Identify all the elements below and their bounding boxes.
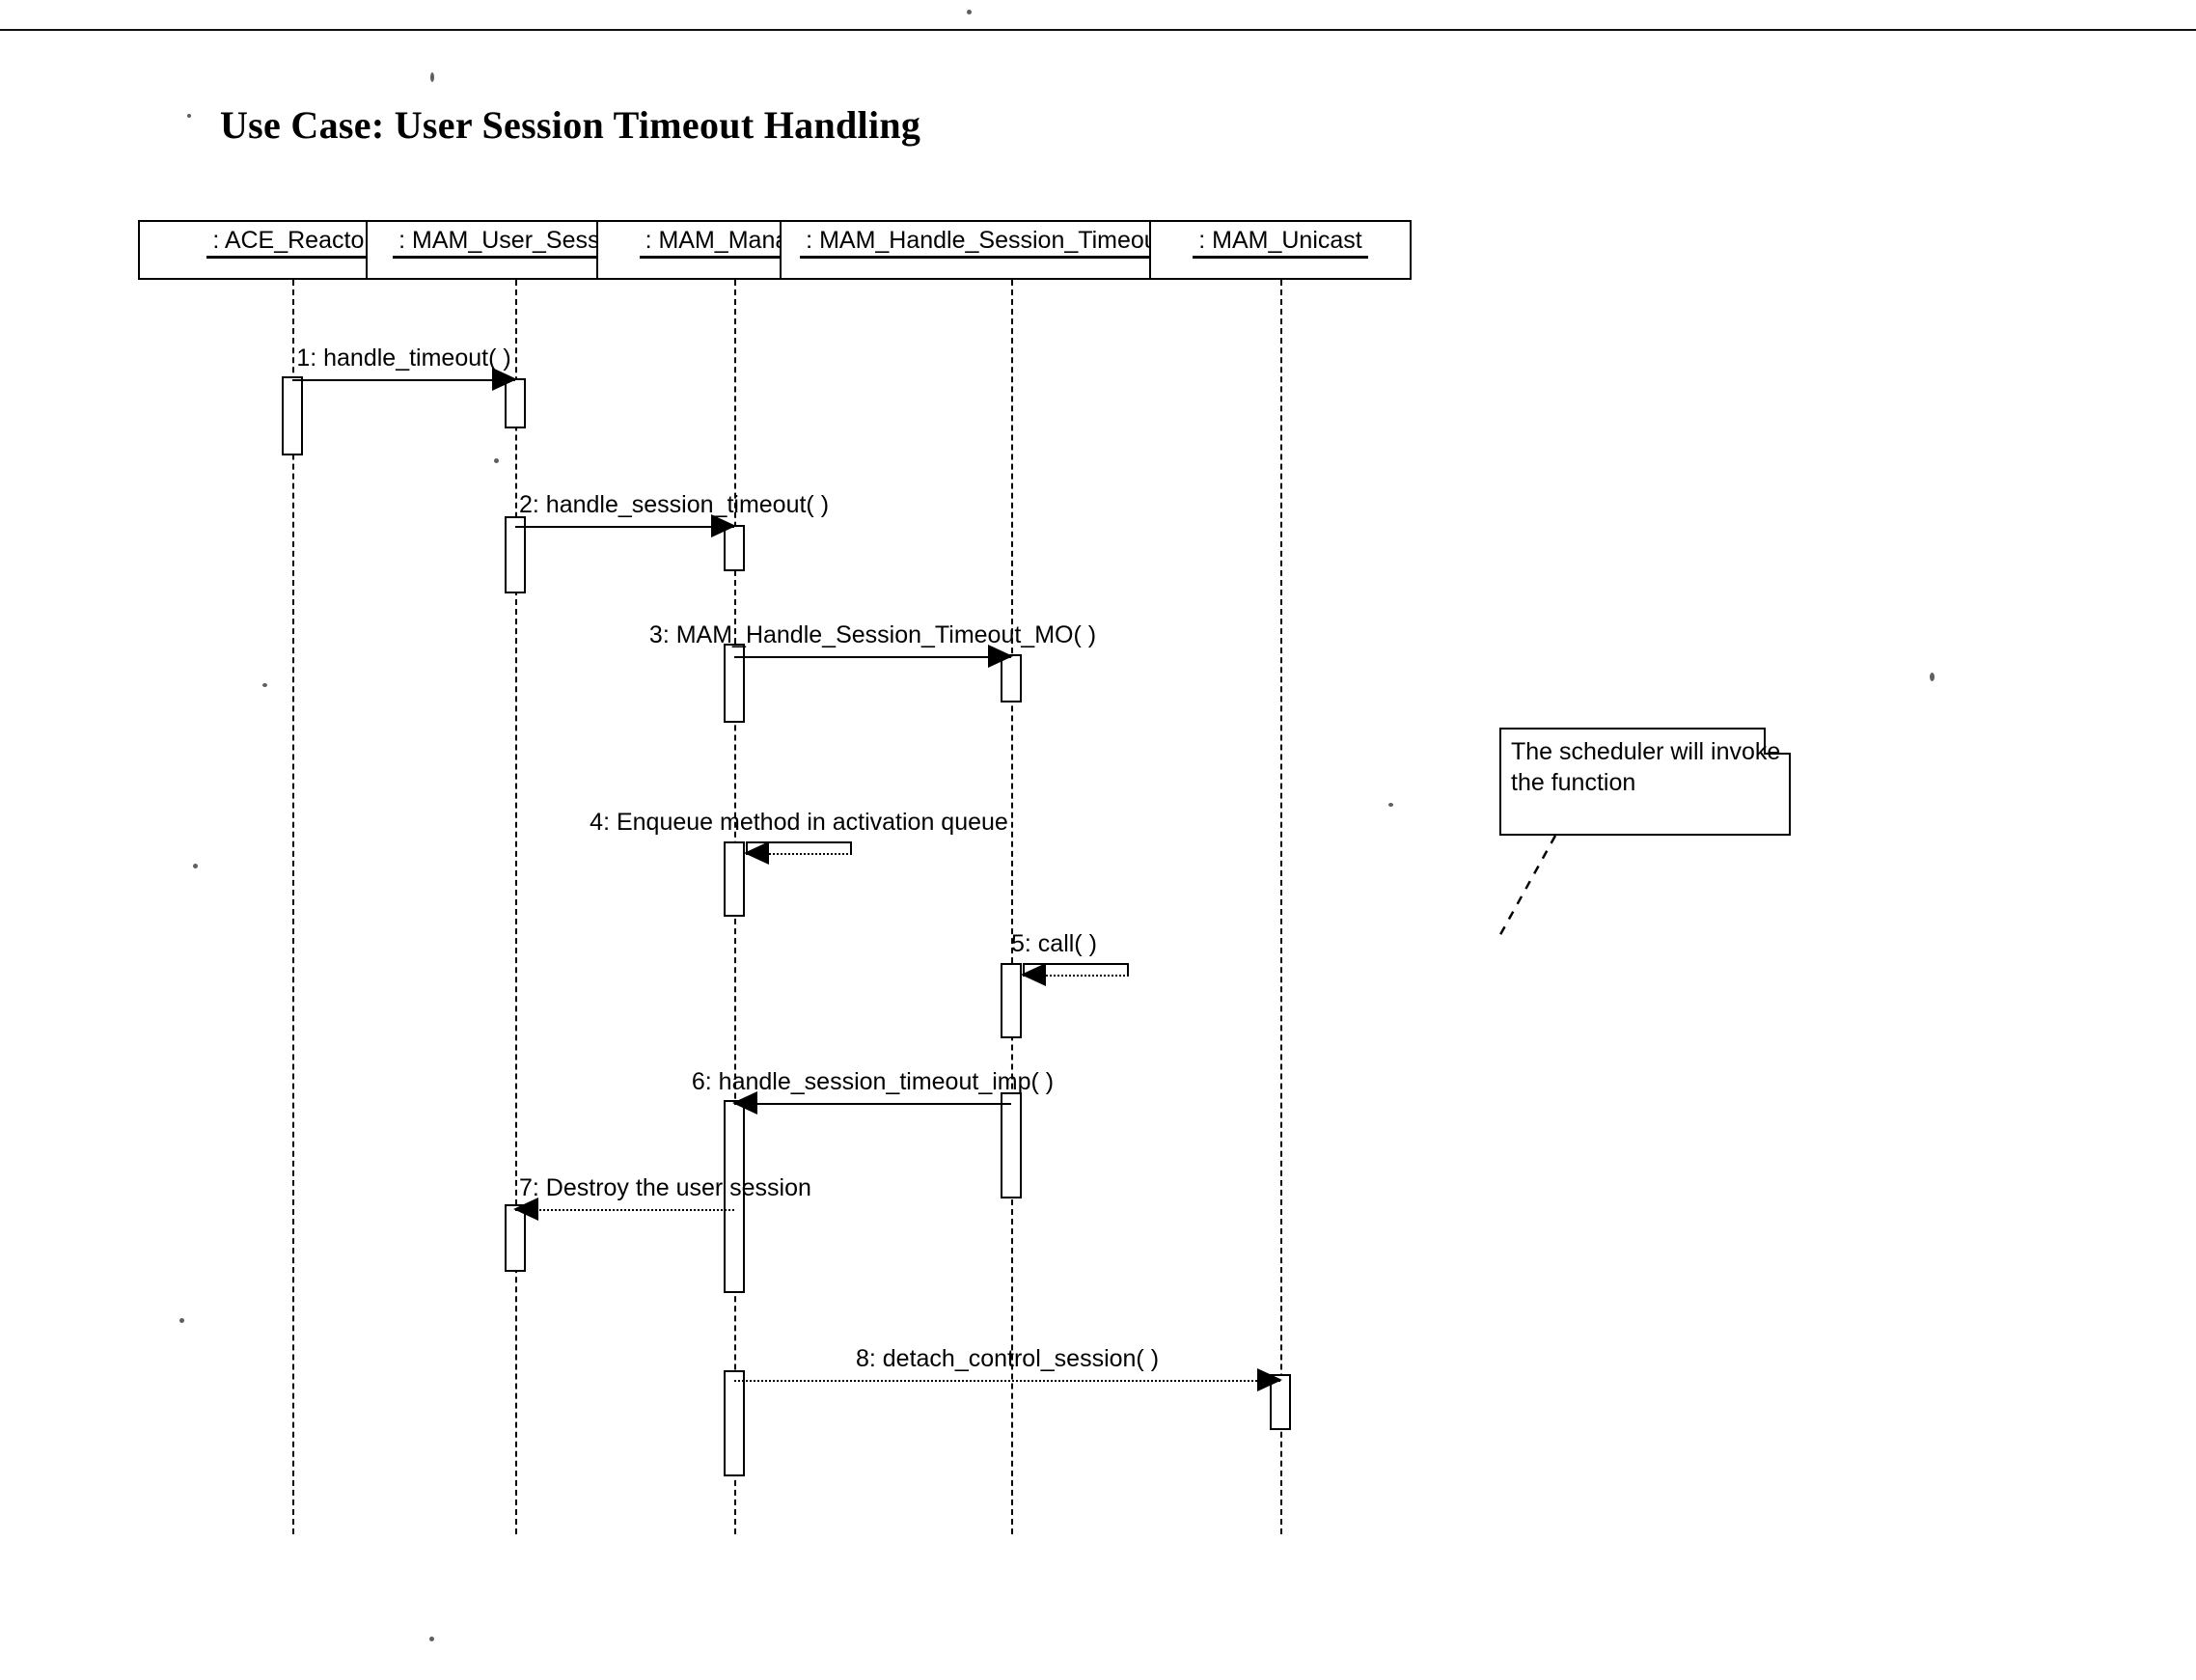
lifeline-header-mam-unicast[interactable]: : MAM_Unicast bbox=[1149, 220, 1412, 280]
arrowhead-left-icon bbox=[1021, 963, 1046, 986]
note-text: The scheduler will invoke the function bbox=[1511, 738, 1781, 796]
page-top-rule bbox=[0, 29, 2196, 31]
message-5-label: 5: call( ) bbox=[1011, 930, 1097, 957]
note-body bbox=[1499, 728, 1791, 836]
arrowhead-right-icon bbox=[988, 645, 1013, 668]
activation-bar-manager-3 bbox=[724, 841, 745, 917]
message-6-label: 6: handle_session_timeout_imp( ) bbox=[691, 1068, 1055, 1095]
activation-bar-ace-reactor-1 bbox=[282, 376, 303, 455]
activation-bar-user-session-2 bbox=[505, 516, 526, 593]
arrowhead-right-icon bbox=[711, 514, 736, 537]
activation-bar-manager-5 bbox=[724, 1370, 745, 1476]
lifeline-mam-unicast bbox=[1280, 280, 1282, 1534]
lifeline-label-mam-handle-session-timeout-mo: : MAM_Handle_Session_Timeout_MO bbox=[800, 227, 1222, 259]
lifeline-label-mam-unicast: : MAM_Unicast bbox=[1193, 227, 1368, 259]
message-8-label: 8: detach_control_session( ) bbox=[855, 1345, 1160, 1372]
message-4-line bbox=[746, 853, 852, 855]
scan-speck bbox=[967, 10, 972, 14]
scan-speck bbox=[262, 683, 267, 687]
page-title: Use Case: User Session Timeout Handling bbox=[220, 103, 921, 147]
message-1-label: 1: handle_timeout( ) bbox=[296, 344, 511, 372]
note-anchor-line bbox=[1496, 835, 1557, 941]
activation-bar-timeout-mo-2 bbox=[1001, 963, 1022, 1038]
message-2-label: 2: handle_session_timeout( ) bbox=[519, 491, 830, 518]
scan-speck bbox=[1930, 673, 1935, 681]
message-2-line bbox=[515, 526, 734, 528]
message-5-line bbox=[1023, 975, 1129, 977]
message-4-return-bracket bbox=[746, 841, 852, 855]
message-6-line bbox=[734, 1103, 1011, 1105]
activation-bar-timeout-mo-3 bbox=[1001, 1092, 1022, 1198]
message-7-line bbox=[515, 1209, 734, 1211]
scan-speck bbox=[430, 72, 434, 82]
message-8-line bbox=[734, 1380, 1280, 1382]
scan-speck bbox=[429, 1637, 434, 1641]
lifeline-label-mam-user-session: : MAM_User_Session bbox=[393, 227, 638, 259]
arrowhead-left-icon bbox=[744, 841, 769, 865]
activation-bar-manager-2 bbox=[724, 644, 745, 723]
scan-speck bbox=[179, 1318, 184, 1323]
note-fold-corner-icon bbox=[1764, 728, 1791, 755]
scan-speck bbox=[1388, 803, 1393, 807]
message-7-label: 7: Destroy the user session bbox=[519, 1174, 811, 1201]
message-3-label: 3: MAM_Handle_Session_Timeout_MO( ) bbox=[648, 621, 1097, 648]
arrowhead-left-icon bbox=[513, 1198, 538, 1221]
scan-speck bbox=[187, 114, 191, 118]
lifeline-ace-reactor bbox=[292, 280, 294, 1534]
message-3-line bbox=[734, 656, 1011, 658]
arrowhead-right-icon bbox=[1257, 1368, 1282, 1391]
message-1-line bbox=[292, 379, 515, 381]
note-scheduler-invoke[interactable]: The scheduler will invoke the function bbox=[1499, 728, 1791, 836]
lifeline-mam-handle-session-timeout-mo bbox=[1011, 280, 1013, 1534]
scan-speck bbox=[494, 458, 499, 463]
arrowhead-left-icon bbox=[732, 1091, 757, 1115]
scan-speck bbox=[193, 864, 198, 868]
lifeline-mam-user-session bbox=[515, 280, 517, 1534]
arrowhead-right-icon bbox=[492, 368, 517, 391]
message-5-return-bracket bbox=[1023, 963, 1129, 977]
message-4-label: 4: Enqueue method in activation queue bbox=[590, 809, 1008, 836]
lifeline-label-ace-reactor: : ACE_Reactor bbox=[206, 227, 378, 259]
